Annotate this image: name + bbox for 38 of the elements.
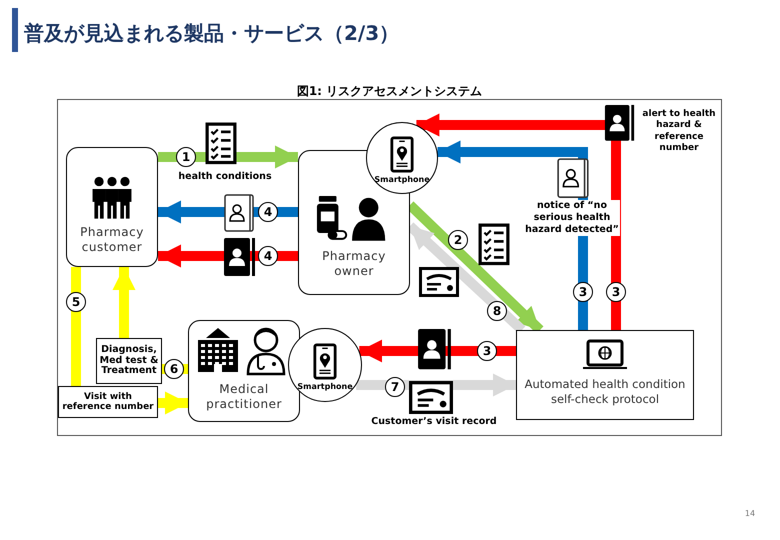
arrow	[158, 146, 298, 168]
rounded-box	[66, 147, 158, 267]
node-label: Medical practitioner	[205, 382, 283, 413]
process-box	[516, 330, 694, 420]
step-number: 3	[477, 341, 497, 361]
node-label: Automated health condition self-check protocol	[524, 377, 686, 407]
step-number: 3	[573, 282, 593, 302]
node-label: Diagnosis, Med test & Treatment	[98, 344, 160, 378]
page-title: 普及が見込まれる製品・サービス（2/3）	[24, 21, 400, 45]
figure-caption: 図1: リスクアセスメントシステム	[296, 84, 482, 98]
step-number: 4	[258, 202, 278, 222]
node-label: Visit with reference number	[61, 392, 155, 412]
rounded-box	[188, 320, 300, 422]
step-number: 4	[258, 246, 278, 266]
step-number: 1	[176, 147, 196, 167]
arrow	[158, 244, 298, 268]
node-label: Pharmacy customer	[79, 224, 145, 256]
arrow	[356, 374, 516, 396]
step-number: 7	[385, 377, 405, 397]
step-number: 5	[66, 292, 86, 312]
arrow	[359, 340, 516, 362]
step-number: 3	[606, 282, 626, 302]
step-number: 6	[164, 359, 184, 379]
caption-text: Customer’s visit record	[370, 416, 498, 428]
arrow	[416, 114, 621, 330]
arrow	[158, 392, 188, 414]
caption-text: alert to health hazard & reference number	[641, 109, 717, 154]
text-box	[96, 338, 162, 384]
caption-text: notice of “no serious health hazard detected”	[524, 200, 620, 236]
text-box	[58, 386, 158, 418]
arrow	[112, 267, 136, 338]
node-label: Pharmacy owner	[321, 248, 387, 280]
node-label: Smartphone	[297, 382, 353, 391]
node-label: Smartphone	[374, 174, 430, 184]
page-number: 14	[744, 509, 756, 519]
caption-text: health conditions	[177, 171, 273, 183]
step-number: 8	[487, 301, 507, 321]
step-number: 2	[448, 230, 468, 250]
